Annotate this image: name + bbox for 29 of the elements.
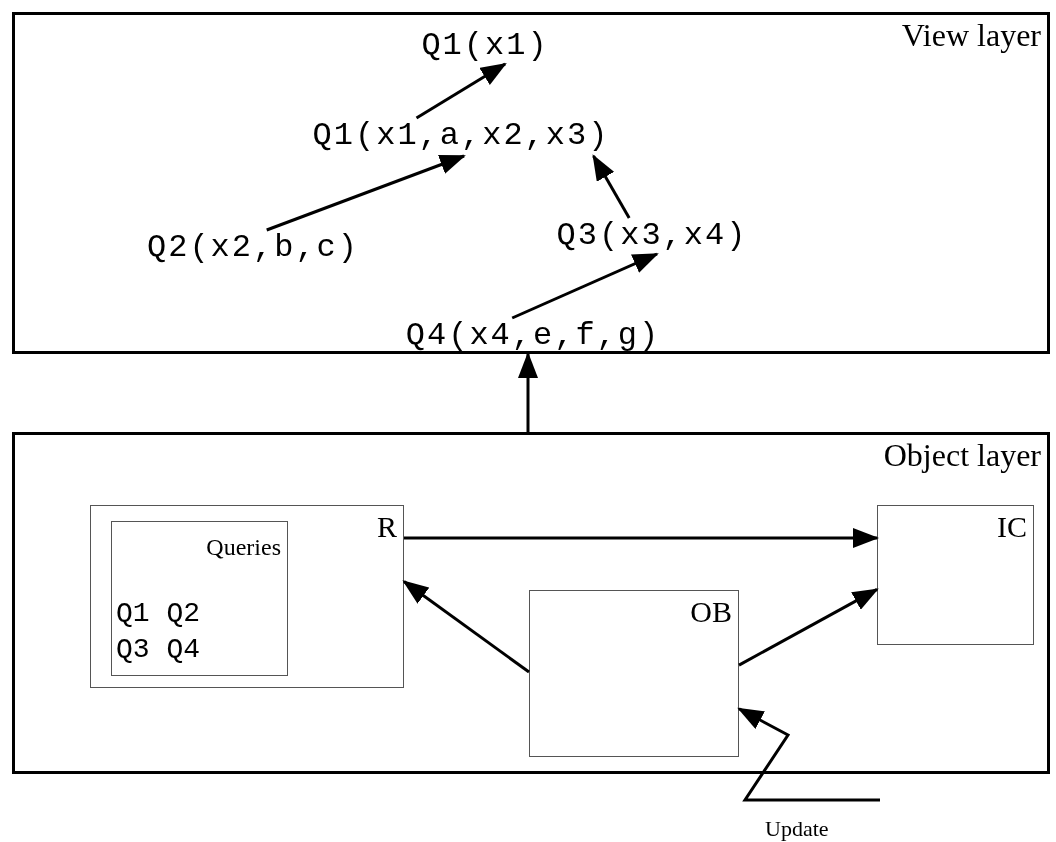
arrow (404, 528, 879, 548)
layer-frame (12, 432, 1050, 774)
arrow (415, 62, 507, 120)
arrow (402, 580, 530, 674)
box-label: R (377, 510, 397, 544)
arrow (737, 707, 882, 802)
query-expression: Q2(x2,b,c) (146, 230, 360, 266)
box-label: Queries (206, 534, 281, 561)
component-box (529, 590, 739, 757)
box-label: OB (690, 595, 732, 629)
arrow (738, 588, 879, 667)
arrow (266, 154, 466, 232)
layer-title: Object layer (883, 437, 1041, 474)
input-label: Update (765, 816, 829, 842)
layer-frame (12, 12, 1050, 354)
query-expression: Q1(x1,a,x2,x3) (311, 118, 611, 154)
arrow (511, 252, 659, 320)
arrow (518, 352, 538, 432)
box-label: IC (997, 510, 1027, 544)
layer-title: View layer (901, 17, 1041, 54)
queries-box (111, 521, 288, 676)
query-expression: Q4(x4,e,f,g) (404, 318, 662, 354)
query-list: Q3 Q4 (116, 634, 200, 666)
query-list: Q1 Q2 (116, 598, 200, 630)
component-box (877, 505, 1034, 645)
component-box (90, 505, 404, 688)
query-expression: Q1(x1) (420, 28, 550, 64)
arrow (592, 154, 631, 219)
query-expression: Q3(x3,x4) (555, 218, 749, 254)
